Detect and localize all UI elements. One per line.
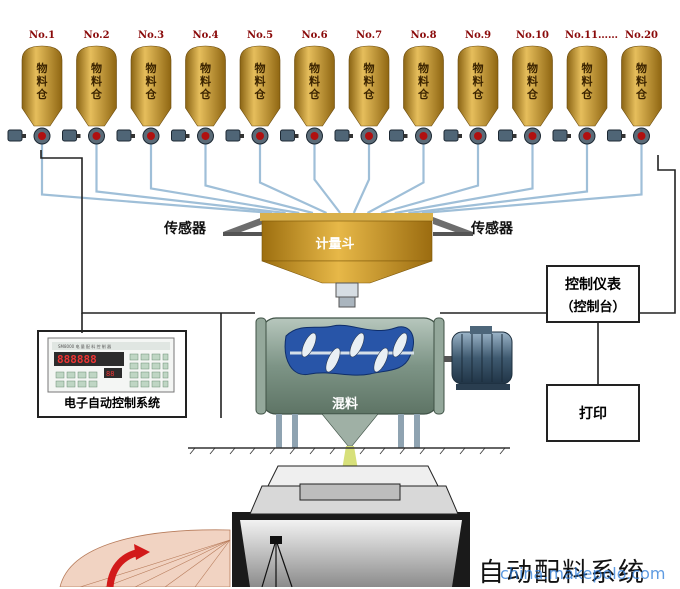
silo xyxy=(116,45,172,145)
weighing-hopper xyxy=(260,213,433,308)
controller-label-line1: 控制仪表 xyxy=(565,277,621,293)
feed-pipes xyxy=(40,144,643,215)
silo-number: No.10 xyxy=(515,30,550,41)
silo-label: 物料仓 xyxy=(91,62,102,101)
silo-label: 物料仓 xyxy=(581,62,593,101)
feed-pipe xyxy=(40,144,273,215)
feeder-motor-icon xyxy=(62,129,77,142)
feeder-motor-icon xyxy=(607,129,622,142)
feed-pipe xyxy=(421,144,643,215)
feed-pipe xyxy=(380,144,480,215)
mixer xyxy=(255,317,445,470)
feed-pipe xyxy=(313,144,342,214)
silo-number: No.20 xyxy=(624,30,659,41)
silo-label: 物料仓 xyxy=(472,62,484,101)
footer-title: 自动配料系统 xyxy=(478,558,647,588)
feed-pipe xyxy=(204,144,314,215)
feed-pipe xyxy=(258,144,328,214)
silo-label: 物料仓 xyxy=(636,62,647,101)
control-panel-device: SM8000 电 量 配 料 控 制 器 888888 88 xyxy=(47,337,175,393)
silo xyxy=(552,45,608,145)
silo-number: No.1 xyxy=(28,30,56,41)
feeder-motor-icon xyxy=(498,129,513,142)
silo-number: No.4 xyxy=(192,30,219,41)
feeder-motor-icon xyxy=(552,129,568,142)
silo xyxy=(7,45,63,145)
silo-number: No.7 xyxy=(355,30,383,41)
silo xyxy=(62,45,117,145)
watermark: china.makepolo.com xyxy=(500,564,666,583)
feeder-motor-icon xyxy=(280,129,295,142)
feeder-motor-icon xyxy=(225,129,241,142)
silo-number: No.5 xyxy=(246,30,274,41)
silo-label: 物料仓 xyxy=(254,62,266,101)
feed-pipe xyxy=(408,144,589,215)
feeder-motor-icon xyxy=(443,129,459,142)
motor xyxy=(444,326,513,390)
feed-pipe xyxy=(352,144,371,214)
silo-label: 物料仓 xyxy=(363,62,375,101)
mixer-label: 混料 xyxy=(331,397,358,412)
silo-label: 物料仓 xyxy=(145,62,157,101)
left-sensor xyxy=(223,217,263,236)
silo xyxy=(498,45,553,145)
silo-number: No.8 xyxy=(410,30,437,41)
silo-number: No.9 xyxy=(464,30,492,41)
scale-platform xyxy=(59,465,470,587)
feed-pipe xyxy=(95,144,286,215)
silo-number: No.11…… xyxy=(565,30,619,41)
sensor-right-label: 传感器 xyxy=(471,221,513,237)
feeder-motor-icon xyxy=(171,129,186,142)
feeder-motor-icon xyxy=(389,129,404,142)
feeder-motor-icon xyxy=(116,129,132,142)
feeder-motor-icon xyxy=(7,129,23,142)
silo xyxy=(443,45,499,145)
silo-label: 物料仓 xyxy=(418,62,429,101)
hopper-label: 计量斗 xyxy=(315,237,355,252)
silo-label: 物料仓 xyxy=(200,62,211,101)
silo-label: 物料仓 xyxy=(36,62,48,101)
silo-number: No.6 xyxy=(301,30,328,41)
controller-label-line2: （控制台） xyxy=(560,300,626,315)
silo xyxy=(334,45,390,145)
feed-pipe xyxy=(366,144,425,214)
sensor-left-label: 传感器 xyxy=(164,221,206,237)
printer-box: 打印 xyxy=(546,384,640,442)
controller-box: 控制仪表 （控制台） xyxy=(546,265,640,323)
silo xyxy=(607,45,662,145)
silo-number: No.3 xyxy=(137,30,165,41)
printer-label: 打印 xyxy=(579,406,607,422)
silo-number: No.2 xyxy=(83,30,110,41)
control-panel-frame: 电子自动控制系统 xyxy=(37,330,187,418)
silo xyxy=(171,45,226,145)
panel-model-text: SM8000 电 量 配 料 控 制 器 xyxy=(58,343,111,349)
feed-pipe xyxy=(394,144,534,215)
right-sensor xyxy=(433,217,473,236)
silo-row xyxy=(7,45,662,145)
panel-display-small: 88 xyxy=(106,370,114,378)
silo xyxy=(389,45,444,145)
silo-label: 物料仓 xyxy=(527,62,538,101)
panel-display: 888888 xyxy=(57,353,97,366)
silo-label: 物料仓 xyxy=(309,62,320,101)
silo xyxy=(225,45,281,145)
control-wiring xyxy=(40,150,676,418)
feeder-motor-icon xyxy=(334,129,350,142)
control-panel-caption: 电子自动控制系统 xyxy=(63,396,160,410)
feed-pipe xyxy=(149,144,300,215)
silo xyxy=(280,45,335,145)
ground-hatch xyxy=(189,447,506,455)
